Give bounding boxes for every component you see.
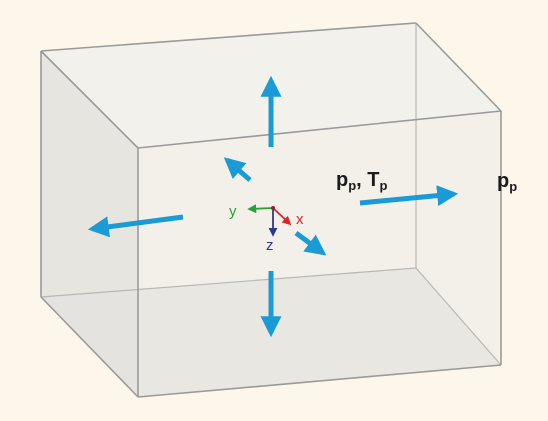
- box-edges: [40, 22, 502, 398]
- label-outer-p-symbol: p: [497, 170, 510, 192]
- arrow-left: [87, 214, 184, 238]
- arrow-front-diagonal: [294, 230, 327, 256]
- label-t-subscript: p: [379, 178, 388, 193]
- box-back-edges: [40, 23, 502, 366]
- pressure-arrows: [87, 75, 459, 338]
- label-t-symbol: T: [367, 169, 380, 191]
- label-p-symbol: p: [336, 169, 349, 191]
- axis-x-line: [272, 207, 292, 226]
- label-separator: ,: [356, 169, 368, 191]
- axis-x-label: x: [296, 211, 304, 228]
- coordinate-axes: [247, 204, 292, 237]
- arrow-back-diagonal: [223, 157, 252, 182]
- label-p-subscript: p: [348, 178, 357, 193]
- arrow-right: [359, 185, 459, 207]
- origin-point: [271, 206, 275, 210]
- label-pressure-outside: pp: [497, 170, 518, 194]
- label-pressure-temperature-inside: pp, Tp: [336, 169, 388, 193]
- axis-y-line: [247, 204, 274, 214]
- axis-z-label: z: [266, 237, 274, 254]
- axis-y-label: y: [229, 203, 237, 220]
- label-outer-p-subscript: p: [509, 179, 518, 194]
